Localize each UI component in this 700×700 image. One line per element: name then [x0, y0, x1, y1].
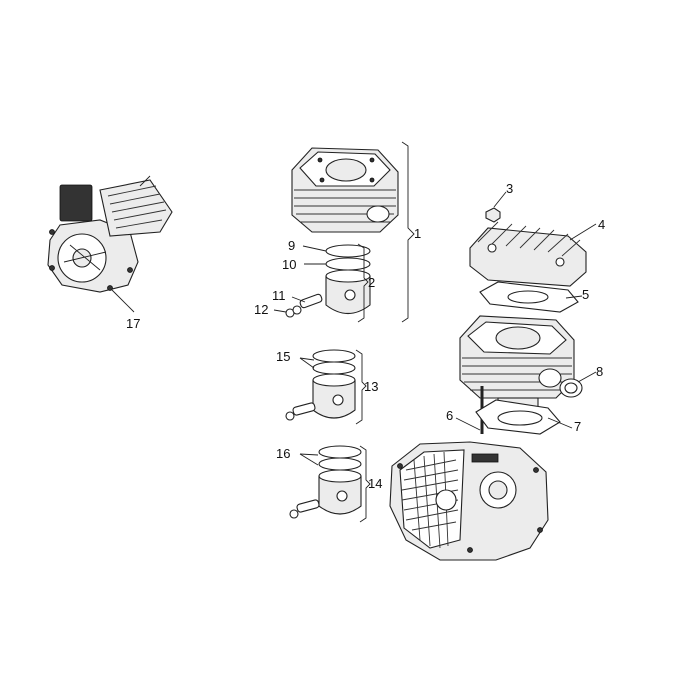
bracket-13 — [355, 349, 367, 425]
piston-kit-14 — [289, 445, 362, 519]
leader-17 — [111, 289, 135, 313]
bracket-14 — [359, 445, 371, 523]
label-8: 8 — [596, 364, 603, 379]
label-3: 3 — [506, 181, 513, 196]
leader-15b — [299, 357, 315, 369]
label-15: 15 — [276, 349, 290, 364]
label-16: 16 — [276, 446, 290, 461]
label-2: 2 — [368, 275, 375, 290]
crankcase — [389, 441, 549, 561]
label-13: 13 — [364, 379, 378, 394]
leader-7 — [547, 417, 573, 429]
nut-3 — [485, 207, 501, 223]
label-11: 11 — [272, 288, 286, 303]
label-17: 17 — [126, 316, 140, 331]
pin-11 — [299, 293, 323, 309]
leader-12 — [273, 309, 287, 313]
bracket-1 — [401, 141, 415, 323]
label-9: 9 — [288, 238, 295, 253]
base-gasket-7 — [475, 399, 561, 435]
leader-6 — [455, 417, 481, 431]
leader-3 — [493, 191, 507, 208]
ring-10 — [325, 257, 371, 271]
leader-11 — [291, 296, 306, 303]
bracket-2 — [357, 243, 369, 323]
leader-16b — [299, 453, 319, 466]
piston-kit-2 — [285, 244, 371, 318]
leader-4 — [569, 223, 597, 241]
leader-8 — [577, 371, 597, 383]
ring-9 — [325, 244, 371, 258]
label-14: 14 — [368, 476, 382, 491]
label-10: 10 — [282, 257, 296, 272]
label-4: 4 — [598, 217, 605, 232]
label-12: 12 — [254, 302, 268, 317]
head-gasket-5 — [479, 281, 579, 313]
o-ring-8 — [559, 378, 583, 398]
label-6: 6 — [446, 408, 453, 423]
label-5: 5 — [582, 287, 589, 302]
cylinder-kit-1 — [291, 147, 399, 233]
label-7: 7 — [574, 419, 581, 434]
cylinder-head-4 — [469, 221, 587, 287]
leader-15a — [299, 357, 315, 361]
engine-assembly — [47, 175, 173, 293]
leader-9 — [302, 245, 327, 252]
piston-kit-13 — [285, 349, 356, 421]
leader-5 — [565, 295, 583, 299]
leader-16a — [299, 453, 319, 456]
label-1: 1 — [414, 226, 421, 241]
